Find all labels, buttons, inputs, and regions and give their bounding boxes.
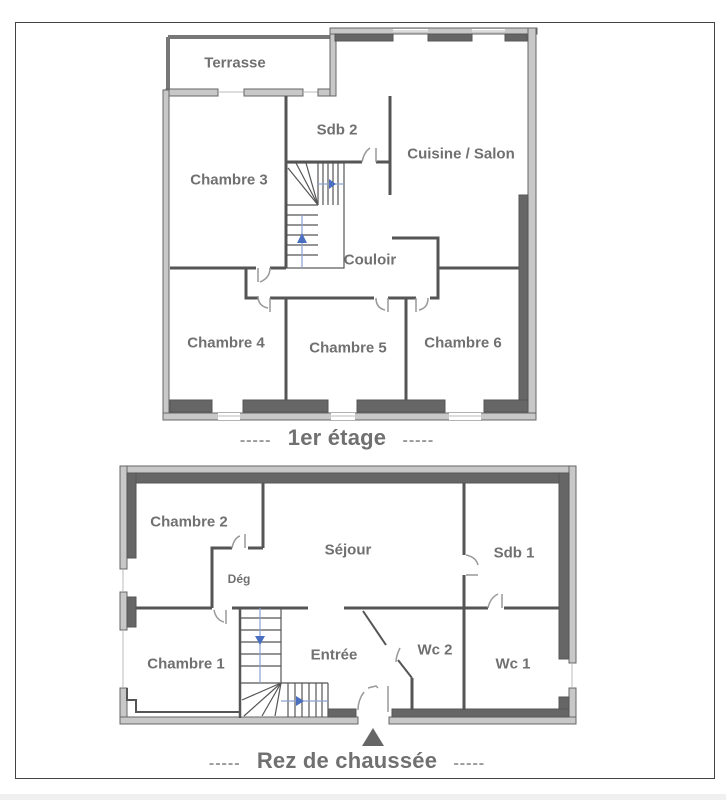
room-label-sdb-1: Sdb 1: [493, 544, 535, 562]
room-label-cuisine-salon: Cuisine / Salon: [407, 145, 515, 163]
title-dashes-left: -----: [208, 755, 241, 772]
floor-title-first: ----- 1er étage -----: [240, 425, 434, 451]
stair-arrow-up-icon: [297, 233, 307, 243]
room-label-chambre-3: Chambre 3: [190, 171, 268, 189]
room-label-sdb-2: Sdb 2: [316, 121, 358, 139]
title-dashes-right: -----: [402, 432, 435, 449]
entrance-arrow-icon: [362, 728, 384, 746]
room-label-chambre-4: Chambre 4: [187, 334, 265, 352]
stair-arrow-right-icon: [296, 696, 304, 706]
room-label-wc-2: Wc 2: [417, 641, 453, 659]
room-label-chambre-1: Chambre 1: [147, 655, 225, 673]
room-label-couloir: Couloir: [343, 251, 397, 269]
room-label-entree: Entrée: [310, 646, 358, 664]
room-label-chambre-6: Chambre 6: [424, 334, 502, 352]
stair-arrow-down-icon: [255, 636, 265, 645]
title-text: 1er étage: [287, 425, 387, 450]
room-label-chambre-5: Chambre 5: [309, 339, 387, 357]
bottom-strip: [0, 794, 726, 800]
stair-arrow-right-icon: [329, 179, 336, 189]
ground-floor-plan: [119, 465, 577, 725]
first-floor-plan: [162, 27, 538, 421]
room-label-wc-1: Wc 1: [495, 655, 531, 673]
room-label-sejour: Séjour: [324, 541, 372, 559]
title-dashes-left: -----: [239, 432, 272, 449]
room-label-chambre-2: Chambre 2: [150, 513, 228, 531]
room-label-deg: Dég: [227, 572, 251, 586]
room-label-terrasse: Terrasse: [204, 54, 266, 72]
title-text: Rez de chaussée: [256, 748, 438, 773]
floor-title-ground: ----- Rez de chaussée -----: [209, 748, 485, 774]
title-dashes-right: -----: [453, 755, 486, 772]
